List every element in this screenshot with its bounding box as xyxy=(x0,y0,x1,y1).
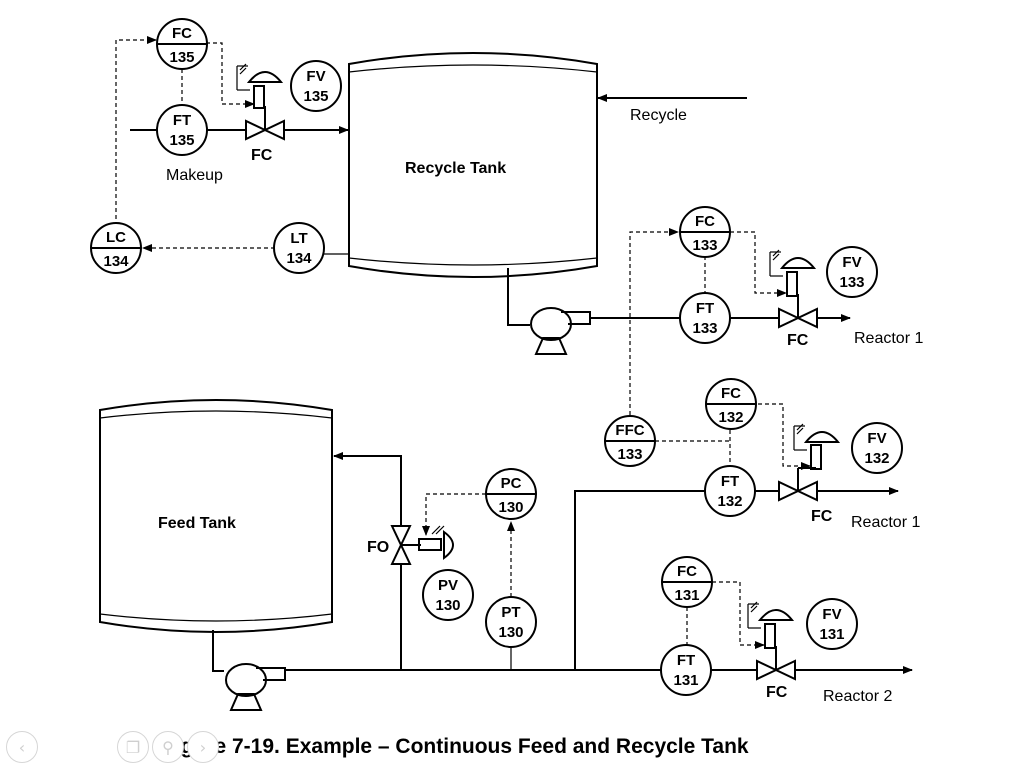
svg-text:130: 130 xyxy=(435,597,460,614)
feed-tank-label: Feed Tank xyxy=(158,515,236,532)
svg-text:134: 134 xyxy=(103,253,129,270)
valve-fv131 xyxy=(747,601,796,681)
svg-text:FT: FT xyxy=(173,112,191,129)
svg-text:PC: PC xyxy=(501,475,522,492)
fail-label-fc135: FC xyxy=(251,147,273,164)
figure-caption: Figure 7-19. Example – Continuous Feed a… xyxy=(162,735,749,758)
signal-ffc133-fc133 xyxy=(629,228,679,415)
svg-text:PV: PV xyxy=(438,577,458,594)
recycle-outlet-line xyxy=(507,268,530,326)
instrument-lt134: LT 134 xyxy=(273,222,325,274)
instrument-pv130: PV 130 xyxy=(422,569,474,621)
instrument-ffc133: FFC 133 xyxy=(604,415,656,467)
instrument-fv131: FV 131 xyxy=(806,598,858,650)
fail-label-fo130: FO xyxy=(367,539,389,556)
reactor2-label: Reactor 2 xyxy=(823,688,892,705)
instrument-fc132: FC 132 xyxy=(705,378,757,430)
svg-text:132: 132 xyxy=(864,450,889,467)
signal-fc133-fv133 xyxy=(730,231,787,297)
prev-slide-glyph: ‹ xyxy=(18,737,26,757)
svg-text:131: 131 xyxy=(819,626,844,643)
svg-text:133: 133 xyxy=(839,274,864,291)
signal-lc134-fc135 xyxy=(115,36,157,233)
instrument-ft133: FT 133 xyxy=(679,292,731,344)
svg-text:135: 135 xyxy=(303,88,328,105)
recirc-line-upper xyxy=(333,452,402,526)
signal-fc132-fv132 xyxy=(758,403,811,470)
svg-text:135: 135 xyxy=(169,132,194,149)
svg-text:133: 133 xyxy=(692,237,717,254)
chevron-right-icon[interactable]: › xyxy=(187,731,219,763)
instrument-fc133: FC 133 xyxy=(679,206,731,258)
svg-text:FFC: FFC xyxy=(615,422,644,439)
reactor1-mid-label: Reactor 1 xyxy=(851,514,920,531)
svg-text:132: 132 xyxy=(717,493,742,510)
svg-text:133: 133 xyxy=(617,446,642,463)
signal-fc135-fv135 xyxy=(206,42,255,108)
svg-text:130: 130 xyxy=(498,624,523,641)
svg-text:FC: FC xyxy=(677,563,697,580)
instrument-pc130: PC 130 xyxy=(485,468,537,520)
svg-text:FT: FT xyxy=(677,652,695,669)
svg-text:134: 134 xyxy=(286,250,312,267)
svg-text:131: 131 xyxy=(673,672,698,689)
fail-label-fc132: FC xyxy=(811,508,833,525)
search-icon[interactable]: ⚲ xyxy=(152,731,184,763)
svg-text:130: 130 xyxy=(498,499,523,516)
svg-text:FV: FV xyxy=(822,606,841,623)
instrument-fv135: FV 135 xyxy=(290,60,342,112)
chevron-left-icon[interactable]: ‹ xyxy=(6,731,38,763)
fail-label-fc133: FC xyxy=(787,332,809,349)
svg-text:FT: FT xyxy=(696,300,714,317)
signal-fc131-fv131 xyxy=(712,581,765,649)
recycle-label: Recycle xyxy=(630,107,687,124)
next-slide-glyph: › xyxy=(199,737,207,757)
copy-icon[interactable]: ❐ xyxy=(117,731,149,763)
feed-tank xyxy=(99,399,333,633)
valve-fv133 xyxy=(769,249,818,329)
svg-text:FT: FT xyxy=(721,473,739,490)
svg-text:133: 133 xyxy=(692,320,717,337)
pump-recycle xyxy=(530,307,591,355)
svg-text:131: 131 xyxy=(674,587,699,604)
recycle-tank xyxy=(348,52,598,278)
svg-text:PT: PT xyxy=(501,604,520,621)
svg-text:FC: FC xyxy=(172,25,192,42)
instrument-fc135: FC 135 xyxy=(156,18,208,70)
fail-label-fc131: FC xyxy=(766,684,788,701)
instrument-pt130: PT 130 xyxy=(485,596,537,648)
svg-text:LT: LT xyxy=(290,230,307,247)
instrument-ft131: FT 131 xyxy=(660,644,712,696)
instrument-ft132: FT 132 xyxy=(704,465,756,517)
menu-glyph: ❐ xyxy=(125,737,141,757)
svg-text:FV: FV xyxy=(842,254,861,271)
instrument-fv132: FV 132 xyxy=(851,422,903,474)
valve-pv130 xyxy=(390,525,454,565)
pump-feed xyxy=(225,663,286,711)
valve-fv132 xyxy=(778,423,841,502)
instrument-lc134: LC 134 xyxy=(90,222,142,274)
instrument-fc131: FC 131 xyxy=(661,556,713,608)
svg-text:FV: FV xyxy=(867,430,886,447)
feed-outlet-line xyxy=(212,630,224,672)
svg-text:FC: FC xyxy=(695,213,715,230)
makeup-label: Makeup xyxy=(166,167,223,184)
zoom-glyph: ⚲ xyxy=(162,737,174,757)
svg-text:132: 132 xyxy=(718,409,743,426)
svg-text:LC: LC xyxy=(106,229,126,246)
valve-fv135 xyxy=(236,63,285,141)
signal-pc130-pv130 xyxy=(422,493,486,536)
instrument-fv133: FV 133 xyxy=(826,246,878,298)
svg-text:135: 135 xyxy=(169,49,194,66)
instrument-ft135: FT 135 xyxy=(156,104,208,156)
recycle-tank-label: Recycle Tank xyxy=(405,160,506,177)
svg-text:FV: FV xyxy=(306,68,325,85)
reactor1-top-label: Reactor 1 xyxy=(854,330,923,347)
svg-text:FC: FC xyxy=(721,385,741,402)
